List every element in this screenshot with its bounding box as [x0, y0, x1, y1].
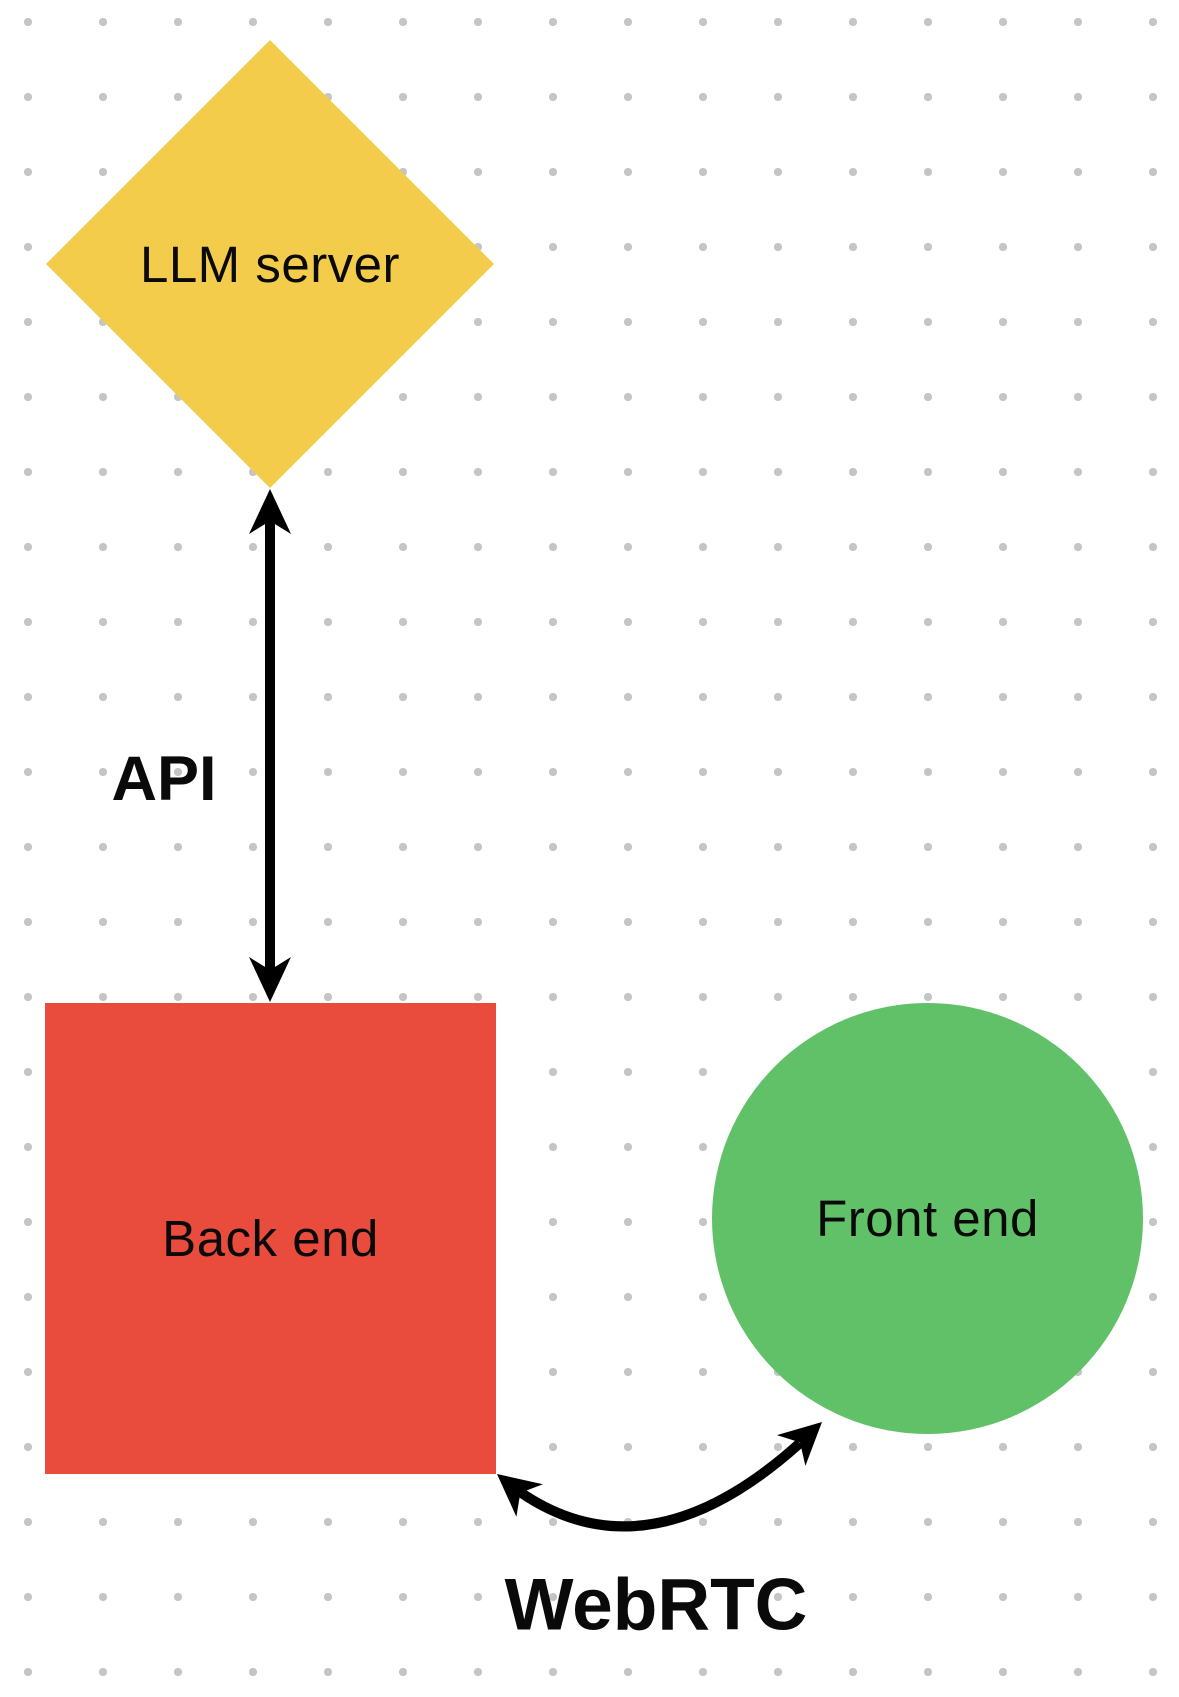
webrtc-double-arrow[interactable]: [497, 1422, 822, 1532]
api-double-arrow[interactable]: [249, 489, 291, 1002]
node-front-end[interactable]: Front end: [712, 1003, 1143, 1434]
api-arrowhead-up-icon: [249, 489, 291, 534]
node-llm-server-label: LLM server: [139, 235, 401, 293]
webrtc-arrowhead-left-icon: [497, 1474, 543, 1517]
webrtc-arrowhead-right-icon: [776, 1422, 822, 1466]
node-front-end-label: Front end: [816, 1190, 1039, 1247]
webrtc-arrow-shaft: [517, 1439, 804, 1532]
node-back-end-label: Back end: [162, 1210, 379, 1267]
webrtc-connector-label[interactable]: WebRTC: [504, 1564, 808, 1646]
api-connector-label[interactable]: API: [111, 744, 217, 814]
api-arrowhead-down-icon: [249, 957, 291, 1002]
node-back-end[interactable]: Back end: [45, 1003, 496, 1474]
